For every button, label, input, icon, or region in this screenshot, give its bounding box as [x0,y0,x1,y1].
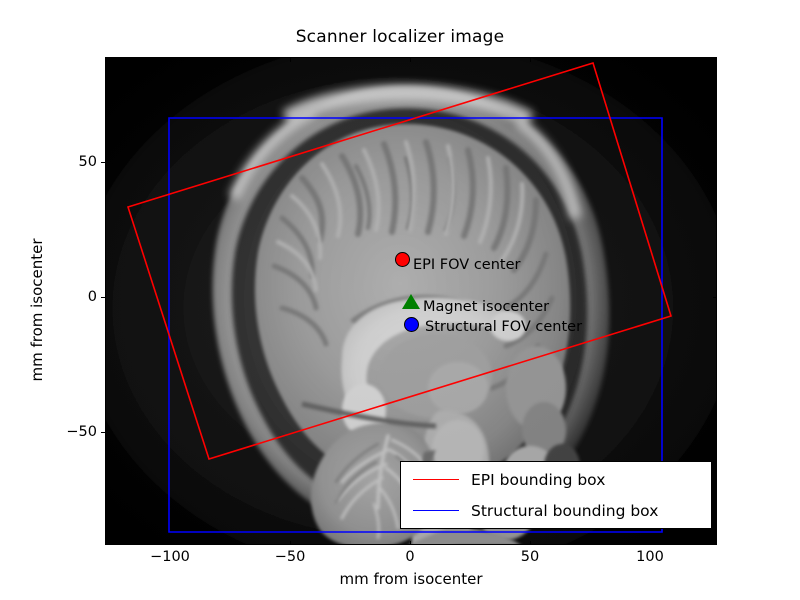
x-tick-mark [530,541,531,545]
y-tick-label-text: 0 [87,289,97,305]
y-tick-label: −50 [66,424,128,440]
magnet-isocenter-marker [402,294,420,309]
y-tick-mark [101,297,105,298]
x-tick-mark-top [170,58,171,62]
x-tick-mark [290,541,291,545]
x-tick-mark [650,541,651,545]
x-tick-label: 50 [520,549,540,565]
y-tick-label: 50 [79,154,115,170]
x-tick-mark-top [650,58,651,62]
plot-axes [105,57,717,545]
x-tick-mark [410,541,411,545]
x-tick-mark-top [530,58,531,62]
magnet-isocenter-label: Magnet isocenter [423,299,550,315]
epi-bounding-box [126,61,672,460]
x-tick-label: −50 [274,549,306,565]
epi-fov-center-label: EPI FOV center [413,257,521,273]
structural-bounding-box [168,117,663,533]
legend-label-epi: EPI bounding box [471,471,606,489]
x-tick-label: 0 [405,549,415,565]
overlay-layer [126,61,672,533]
y-tick-label-text: −50 [66,424,97,440]
y-tick-label-text: 50 [78,154,97,170]
y-axis-label: mm from isocenter [28,238,46,382]
y-tick-label: 0 [88,289,106,305]
epi-fov-center-marker [395,252,410,267]
legend-line-epi [413,479,459,480]
y-tick-mark [101,162,105,163]
legend-label-structural: Structural bounding box [471,502,659,520]
legend-entry-epi: EPI bounding box [401,465,713,495]
structural-fov-center-marker [404,317,419,332]
x-tick-mark-top [290,58,291,62]
x-tick-mark [170,541,171,545]
x-axis-label: mm from isocenter [339,570,483,588]
y-tick-mark-right [713,297,717,298]
y-tick-mark-right [713,432,717,433]
x-tick-label: 100 [636,549,664,565]
y-tick-mark [101,432,105,433]
y-tick-mark-right [713,162,717,163]
page-title: Scanner localizer image [295,27,505,47]
legend: EPI bounding box Structural bounding box [400,461,712,529]
x-tick-mark-top [410,58,411,62]
legend-line-structural [413,510,459,511]
legend-entry-structural: Structural bounding box [401,496,713,526]
structural-fov-center-label: Structural FOV center [425,319,583,335]
x-tick-label: −100 [150,549,190,565]
